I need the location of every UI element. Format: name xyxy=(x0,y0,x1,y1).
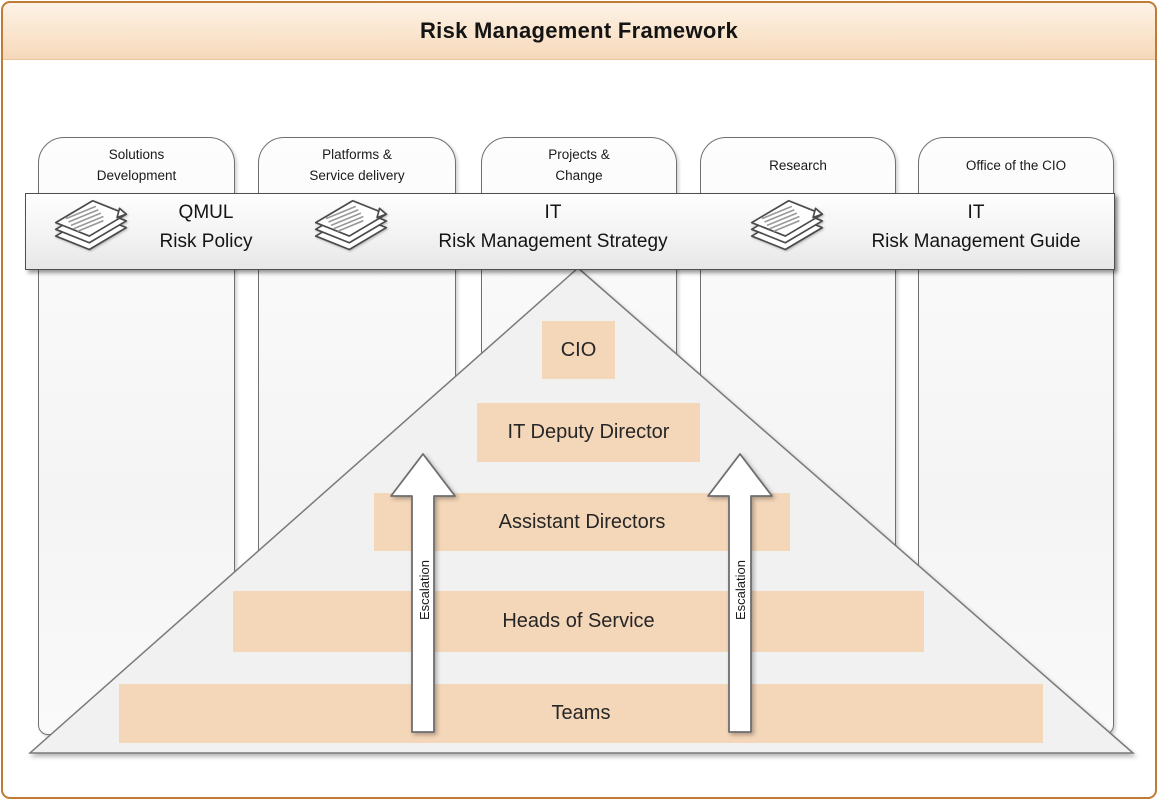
column-tab-label: Office of the CIO xyxy=(965,157,1067,173)
document-label-it-risk-management-guide: IT Risk Management Guide xyxy=(871,202,1081,253)
page-title: Risk Management Framework xyxy=(419,18,739,43)
escalation-label-right: Escalation xyxy=(732,560,748,620)
document-stack-icon xyxy=(54,199,128,251)
column-tab-label: Solutions Development xyxy=(96,147,177,183)
document-stack-icon xyxy=(750,199,824,251)
pyramid-level-assistant-directors: Assistant Directors xyxy=(374,493,790,551)
document-stack-icon xyxy=(314,199,388,251)
document-label-it-risk-management-strategy: IT Risk Management Strategy xyxy=(438,202,668,253)
pyramid-level-heads-of-service: Heads of Service xyxy=(233,591,924,652)
documents-banner: QMUL Risk Policy IT Risk Management Stra… xyxy=(25,193,1115,270)
column-tab-label: Platforms & Service delivery xyxy=(309,147,405,183)
pyramid-level-cio: CIO xyxy=(542,321,615,379)
escalation-arrow-left xyxy=(390,453,456,733)
column-tab-label: Research xyxy=(769,157,827,173)
document-label-qmul-risk-policy: QMUL Risk Policy xyxy=(159,202,253,253)
pyramid-level-it-deputy-director: IT Deputy Director xyxy=(477,403,700,462)
column-tab-label: Projects & Change xyxy=(548,147,610,183)
diagram-header: Risk Management Framework xyxy=(3,3,1155,60)
pyramid-level-teams: Teams xyxy=(119,684,1043,743)
escalation-label-left: Escalation xyxy=(416,560,432,620)
escalation-arrow-right xyxy=(707,453,773,733)
